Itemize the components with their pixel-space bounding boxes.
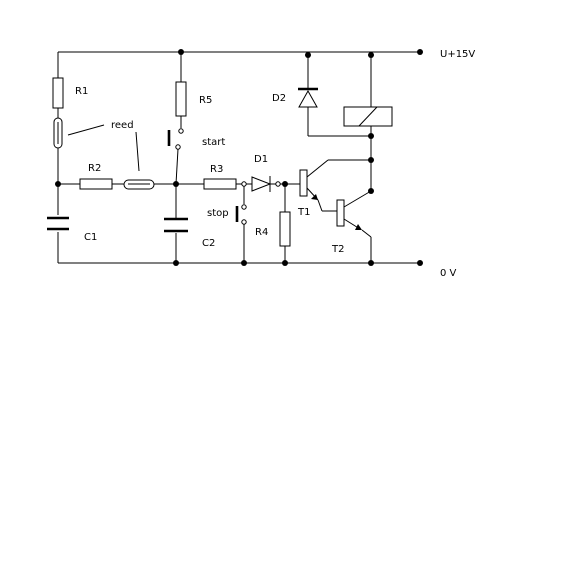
right-column-wire <box>368 52 374 194</box>
label-r1: R1 <box>75 86 88 97</box>
label-c2: C2 <box>202 238 215 249</box>
label-supply: U+15V <box>440 49 475 60</box>
r2-reed-path <box>58 178 204 190</box>
resistor-r4-branch <box>279 184 291 266</box>
label-start: start <box>202 137 225 148</box>
resistor-r2 <box>79 178 113 190</box>
label-r5: R5 <box>199 95 212 106</box>
diode-d2 <box>298 52 371 137</box>
r5-start-branch <box>167 49 187 185</box>
capacitor-c1 <box>47 216 69 263</box>
resistor-r5 <box>175 81 187 117</box>
label-r4: R4 <box>255 227 268 238</box>
capacitor-c2 <box>164 184 188 266</box>
label-t2: T2 <box>331 244 344 255</box>
label-reed: reed <box>111 120 134 131</box>
label-ground: 0 V <box>440 268 457 279</box>
label-d2: D2 <box>272 93 286 104</box>
diode-d1 <box>248 176 300 192</box>
label-r2: R2 <box>88 163 101 174</box>
r1-branch <box>52 52 64 215</box>
resistor-r3 <box>203 178 237 190</box>
label-c1: C1 <box>84 232 97 243</box>
resistor-r4 <box>279 211 291 247</box>
stop-switch <box>235 186 247 266</box>
relay-coil <box>343 106 393 127</box>
transistor-t2 <box>336 190 374 266</box>
ground-rail <box>58 260 423 266</box>
label-stop: stop <box>207 208 229 219</box>
label-r3: R3 <box>210 164 223 175</box>
reed-pointer <box>67 124 140 172</box>
transistor-t1 <box>299 159 371 212</box>
resistor-r1 <box>52 77 64 109</box>
supply-rail <box>58 49 423 55</box>
label-t1: T1 <box>297 207 310 218</box>
resistor-r3-path <box>203 178 248 190</box>
label-d1: D1 <box>254 154 268 165</box>
